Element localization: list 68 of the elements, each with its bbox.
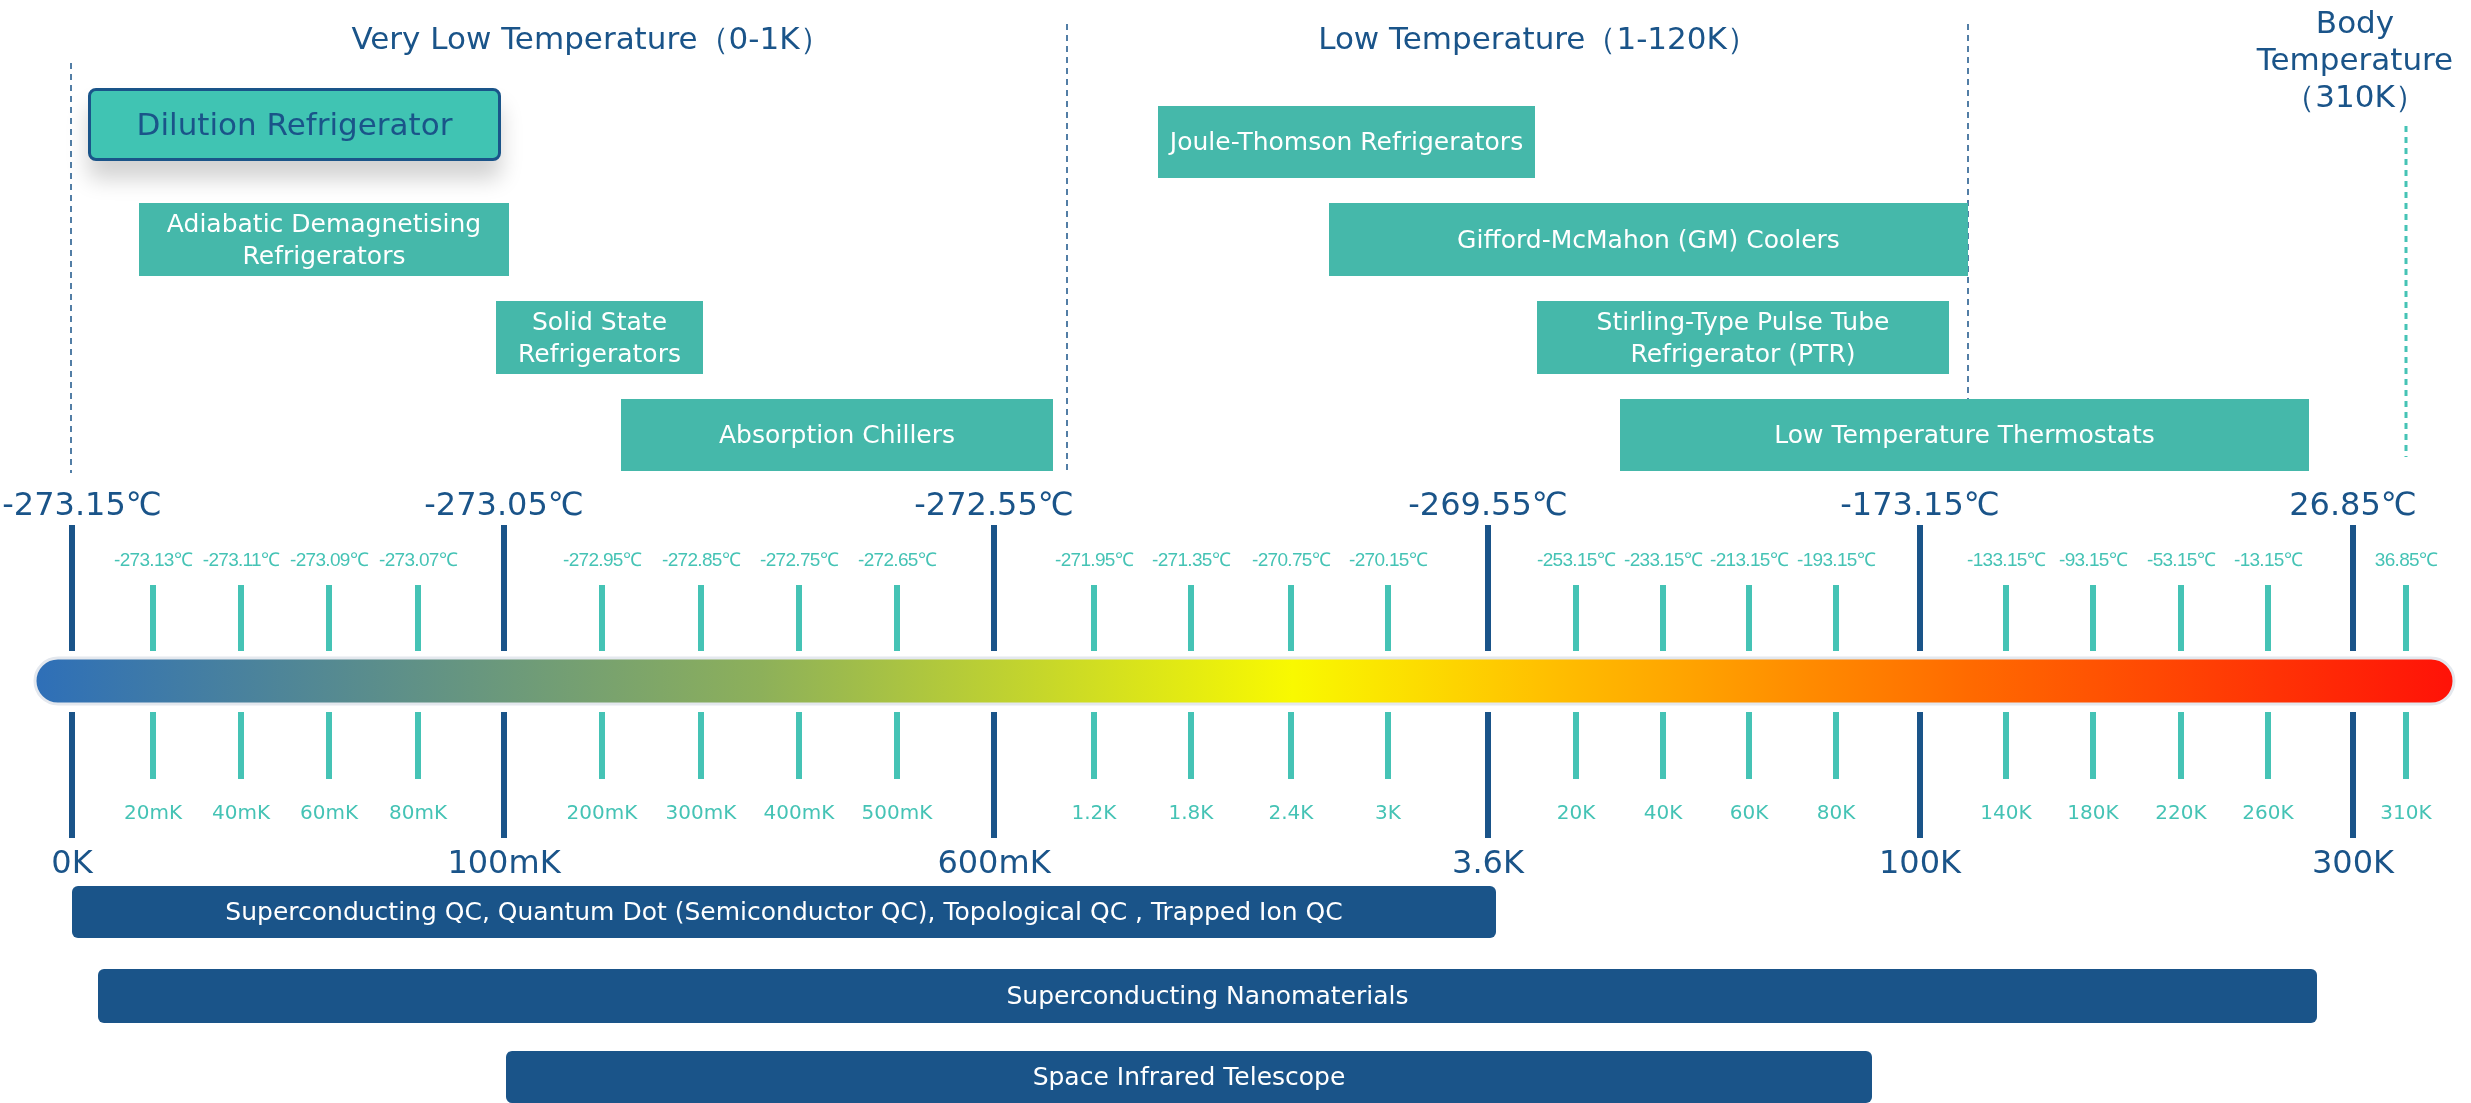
celsius-label: -269.55℃ (1408, 485, 1568, 523)
kelvin-label: 40K (1643, 800, 1683, 824)
celsius-label: -193.15℃ (1797, 548, 1875, 572)
celsius-label: -272.65℃ (858, 548, 936, 572)
method-box: Solid State Refrigerators (496, 301, 703, 374)
kelvin-label: 2.4K (1268, 800, 1314, 824)
celsius-label: -272.95℃ (563, 548, 641, 572)
method-box: Absorption Chillers (621, 399, 1053, 471)
celsius-label: -253.15℃ (1537, 548, 1615, 572)
range-heading: Body Temperature（310K） (2255, 4, 2455, 116)
celsius-label: -233.15℃ (1624, 548, 1702, 572)
celsius-label: -173.15℃ (1840, 485, 2000, 523)
kelvin-label: 400mK (763, 800, 835, 824)
kelvin-label: 300mK (665, 800, 737, 824)
application-bar: Superconducting Nanomaterials (98, 969, 2317, 1023)
celsius-label: 26.85℃ (2289, 485, 2417, 523)
celsius-label: -273.15℃ (2, 485, 162, 523)
range-heading: Very Low Temperature（0-1K） (351, 19, 831, 58)
celsius-label: -270.15℃ (1349, 548, 1427, 572)
celsius-label: -272.55℃ (914, 485, 1074, 523)
application-bar: Space Infrared Telescope (506, 1051, 1872, 1103)
kelvin-label: 500mK (861, 800, 933, 824)
celsius-label: -271.95℃ (1055, 548, 1133, 572)
kelvin-label: 180K (2067, 800, 2119, 824)
kelvin-label: 80K (1816, 800, 1856, 824)
kelvin-label: 100K (1878, 843, 1962, 881)
celsius-label: -93.15℃ (2059, 548, 2127, 572)
method-box: Gifford-McMahon (GM) Coolers (1329, 203, 1968, 276)
celsius-label: -273.09℃ (290, 548, 368, 572)
range-heading: Low Temperature（1-120K） (1318, 19, 1758, 58)
kelvin-label: 0K (51, 843, 93, 881)
application-bar: Superconducting QC, Quantum Dot (Semiconductor QC), Topological QC , Trapped Ion QC (72, 886, 1496, 938)
method-box: Adiabatic Demagnetising Refrigerators (139, 203, 509, 276)
method-box: Low Temperature Thermostats (1620, 399, 2309, 471)
kelvin-label: 600mK (937, 843, 1051, 881)
celsius-label: -273.11℃ (202, 548, 280, 572)
kelvin-label: 100mK (447, 843, 561, 881)
celsius-label: 36.85℃ (2374, 548, 2438, 572)
kelvin-label: 140K (1980, 800, 2032, 824)
selected-method-box: Dilution Refrigerator (88, 88, 501, 161)
celsius-label: -273.07℃ (379, 548, 457, 572)
kelvin-label: 260K (2242, 800, 2294, 824)
kelvin-label: 3K (1375, 800, 1401, 824)
kelvin-label: 40mK (212, 800, 270, 824)
kelvin-label: 60K (1729, 800, 1769, 824)
kelvin-label: 20mK (124, 800, 182, 824)
kelvin-label: 300K (2311, 843, 2395, 881)
celsius-label: -13.15℃ (2234, 548, 2302, 572)
kelvin-label: 1.2K (1071, 800, 1117, 824)
kelvin-label: 20K (1556, 800, 1596, 824)
celsius-label: -53.15℃ (2147, 548, 2215, 572)
celsius-label: -273.13℃ (114, 548, 192, 572)
kelvin-label: 310K (2380, 800, 2432, 824)
kelvin-label: 80mK (389, 800, 447, 824)
celsius-label: -133.15℃ (1967, 548, 2045, 572)
celsius-label: -270.75℃ (1252, 548, 1330, 572)
celsius-label: -273.05℃ (424, 485, 584, 523)
celsius-label: -213.15℃ (1710, 548, 1788, 572)
kelvin-label: 200mK (566, 800, 638, 824)
celsius-label: -272.85℃ (662, 548, 740, 572)
kelvin-label: 3.6K (1452, 843, 1524, 881)
method-box: Joule-Thomson Refrigerators (1158, 106, 1535, 178)
kelvin-label: 60mK (300, 800, 358, 824)
celsius-label: -272.75℃ (760, 548, 838, 572)
kelvin-label: 220K (2155, 800, 2207, 824)
celsius-label: -271.35℃ (1152, 548, 1230, 572)
method-box: Stirling-Type Pulse Tube Refrigerator (PTR) (1537, 301, 1949, 374)
kelvin-label: 1.8K (1168, 800, 1214, 824)
